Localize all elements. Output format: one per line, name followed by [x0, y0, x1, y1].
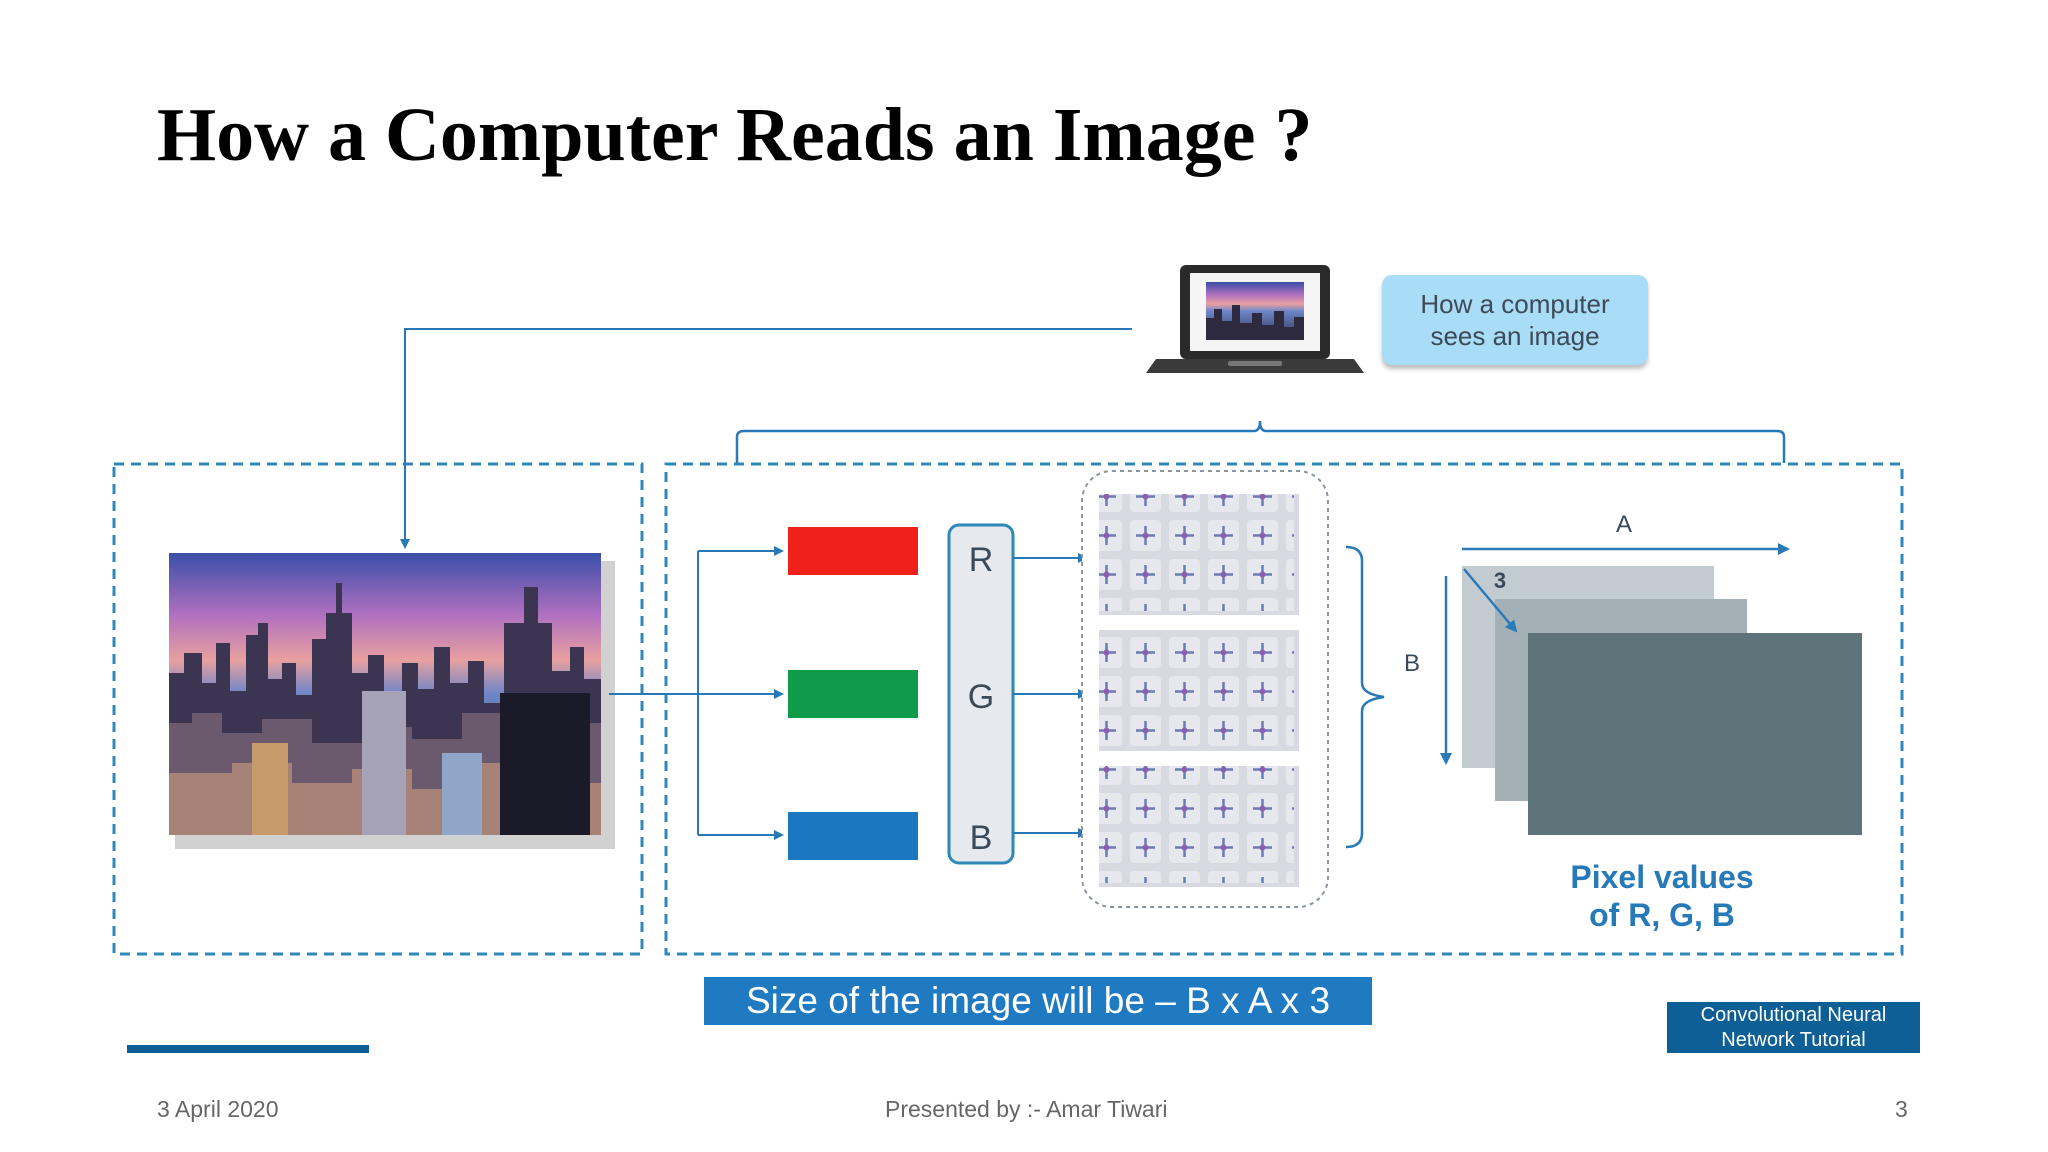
axis-a-label: A	[1616, 511, 1632, 538]
processing-frame	[664, 462, 1904, 956]
pixel-values-line-1: Pixel values	[1570, 859, 1754, 895]
callout-how-computer-sees: How a computer sees an image	[1382, 275, 1648, 365]
page-title: How a Computer Reads an Image ?	[157, 93, 1313, 177]
axis-depth-arrow	[1463, 568, 1518, 633]
channel-label-r: R	[969, 541, 994, 579]
tutorial-badge: Convolutional Neural Network Tutorial	[1667, 1002, 1920, 1053]
footer-date: 3 April 2020	[157, 1096, 279, 1122]
pixel-matrix-g	[1099, 630, 1299, 751]
channel-label-g: G	[968, 678, 994, 716]
axis-b-label: B	[1404, 650, 1420, 677]
footer-presenter: Presented by :- Amar Tiwari	[885, 1096, 1168, 1122]
blue-channel-bar	[788, 812, 918, 860]
image-size-caption: Size of the image will be – B x A x 3	[704, 977, 1372, 1025]
pixel-matrix-b	[1099, 766, 1299, 887]
callout-line-1: How a computer	[1420, 289, 1610, 319]
pixel-values-line-2: of R, G, B	[1589, 897, 1735, 933]
laptop-to-image-connector	[400, 328, 1132, 549]
diagram-figure: R G B A B 3	[112, 243, 1920, 1053]
accent-underline	[127, 1045, 369, 1053]
depth-label: 3	[1494, 568, 1506, 593]
diagram-canvas: R G B A B 3	[112, 265, 1904, 1053]
input-image-frame	[112, 462, 644, 956]
callout-line-2: sees an image	[1430, 321, 1600, 351]
pixel-matrix-r	[1099, 494, 1299, 615]
page-number: 3	[1895, 1096, 1908, 1122]
laptop-bracket	[735, 420, 1786, 463]
layer-front	[1528, 633, 1862, 835]
green-channel-bar	[788, 670, 918, 718]
tutorial-badge-line-2: Network Tutorial	[1721, 1028, 1866, 1051]
channel-label-b: B	[970, 819, 993, 857]
pixel-values-note: Pixel values of R, G, B	[1542, 858, 1782, 934]
city-image	[169, 553, 615, 849]
tutorial-badge-line-1: Convolutional Neural	[1700, 1003, 1887, 1026]
matrix-bracket	[1345, 545, 1385, 849]
red-channel-bar	[788, 527, 918, 575]
laptop-icon	[1146, 265, 1364, 373]
